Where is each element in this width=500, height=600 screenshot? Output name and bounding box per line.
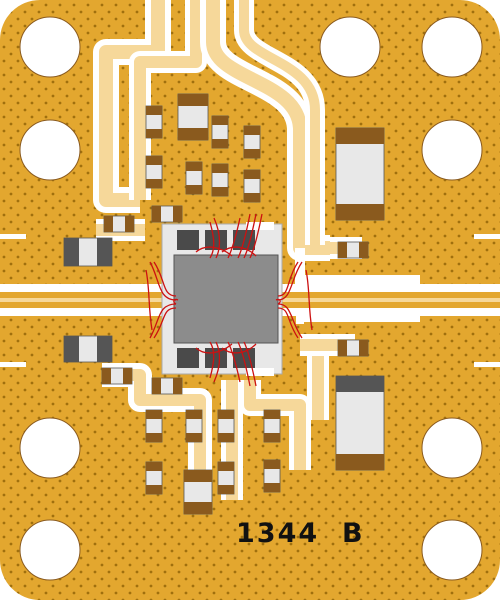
capacitor-c23 [263, 459, 281, 493]
capacitor-c16 [145, 409, 163, 443]
capacitor-c17 [185, 409, 203, 443]
capacitor-c10 [151, 205, 183, 223]
capacitor-large-upper-right [335, 127, 385, 221]
mounting-hole-bottom-right [421, 519, 483, 581]
ic-chip [173, 254, 279, 344]
bond-wires [145, 213, 313, 387]
capacitor-c1 [145, 105, 163, 139]
capacitor-c3 [211, 115, 229, 149]
mounting-hole-bottom-left [19, 519, 81, 581]
mounting-hole-mid-upper-right [421, 119, 483, 181]
mounting-hole-mid-upper-left [19, 119, 81, 181]
capacitor-c22 [217, 461, 235, 495]
mounting-hole-top-left [19, 16, 81, 78]
capacitor-c12 [337, 241, 369, 259]
capacitor-c19 [263, 409, 281, 443]
capacitor-c20 [145, 461, 163, 495]
ic-die-assembly [161, 222, 283, 376]
lower-smd-components [63, 335, 385, 515]
capacitor-c13 [63, 335, 113, 363]
capacitor-c6 [185, 161, 203, 195]
upper-trace-network [93, 0, 420, 285]
capacitor-c18 [217, 409, 235, 443]
mounting-hole-mid-lower-left [19, 417, 81, 479]
capacitor-large-lower-right [335, 375, 385, 471]
capacitor-c15 [151, 377, 183, 395]
board-part-label: 1344 B [236, 518, 365, 549]
capacitor-c14 [101, 367, 133, 385]
mounting-hole-top-right [421, 16, 483, 78]
mounting-holes [19, 16, 483, 581]
capacitor-c21 [183, 469, 213, 515]
die-bond-pads [177, 222, 274, 376]
upper-smd-components [63, 93, 385, 267]
mounting-hole-top-center [319, 16, 381, 78]
capacitor-c4 [243, 125, 261, 159]
capacitor-c9 [103, 215, 135, 233]
capacitor-c11 [63, 237, 113, 267]
capacitor-c7 [211, 163, 229, 197]
capacitor-c8 [243, 169, 261, 203]
mounting-hole-mid-lower-right [421, 417, 483, 479]
capacitor-c24 [337, 339, 369, 357]
capacitor-c5 [145, 155, 163, 189]
capacitor-c2 [177, 93, 209, 141]
edge-ticks [0, 234, 500, 367]
